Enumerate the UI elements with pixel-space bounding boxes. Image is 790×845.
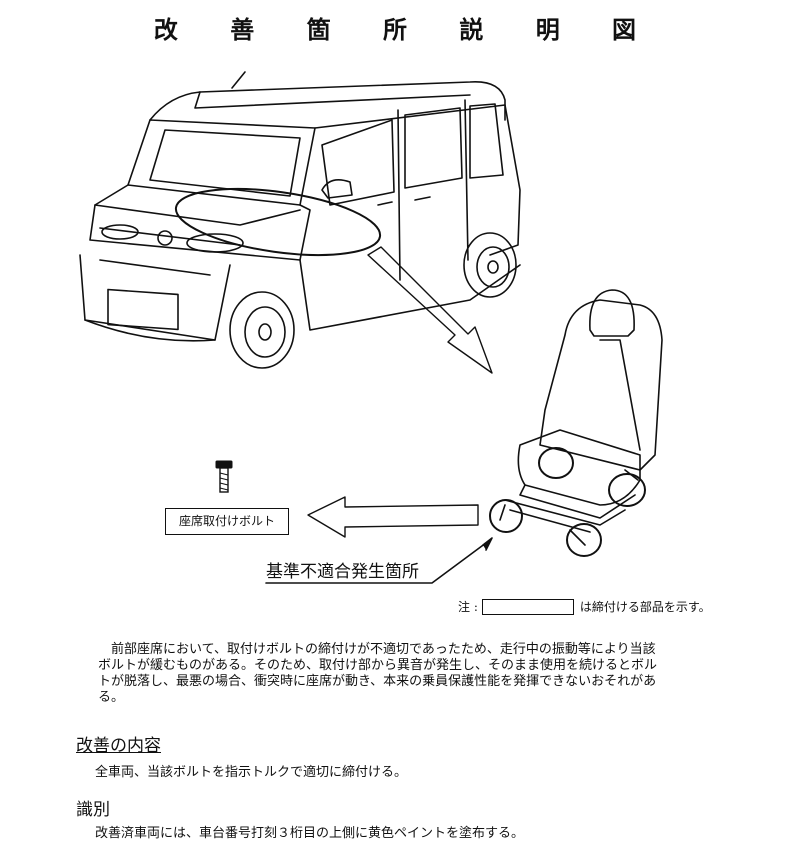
note-prefix: 注 : bbox=[458, 600, 478, 614]
improvement-heading: 改善の内容 bbox=[76, 736, 161, 756]
bolt-icon bbox=[215, 460, 233, 493]
bolt-label: 座席取付けボルト bbox=[165, 508, 289, 535]
description-line: る。 bbox=[98, 690, 125, 705]
legend-note: 注 : は締付ける部品を示す。 bbox=[458, 598, 711, 615]
page-title: 改 善 箇 所 説 明 図 bbox=[153, 15, 659, 44]
improvement-body: 全車両、当該ボルトを指示トルクで適切に締付ける。 bbox=[95, 765, 408, 780]
description-line: トが脱落し、最悪の場合、衝突時に座席が動き、本来の乗員保護性能を発揮できないおそ… bbox=[98, 674, 657, 689]
identification-body: 改善済車両には、車台番号打刻３桁目の上側に黄色ペイントを塗布する。 bbox=[95, 826, 525, 841]
recall-diagram bbox=[79, 71, 663, 584]
seat-illustration bbox=[499, 289, 663, 546]
defect-location-label: 基準不適合発生箇所 bbox=[266, 562, 419, 582]
identification-heading: 識別 bbox=[76, 800, 110, 820]
description-line: 前部座席において、取付けボルトの締付けが不適切であったため、走行中の振動等により… bbox=[111, 642, 656, 657]
legend-box bbox=[481, 598, 574, 615]
note-suffix: は締付ける部品を示す。 bbox=[579, 600, 711, 614]
description-line: ボルトが緩むものがある。そのため、取付け部から異音が発生し、そのまま使用を続ける… bbox=[98, 658, 658, 673]
vehicle-illustration bbox=[79, 71, 521, 369]
description-text: 前部座席において、取付けボルトの締付けが不適切であったため、走行中の振動等により… bbox=[98, 642, 748, 706]
